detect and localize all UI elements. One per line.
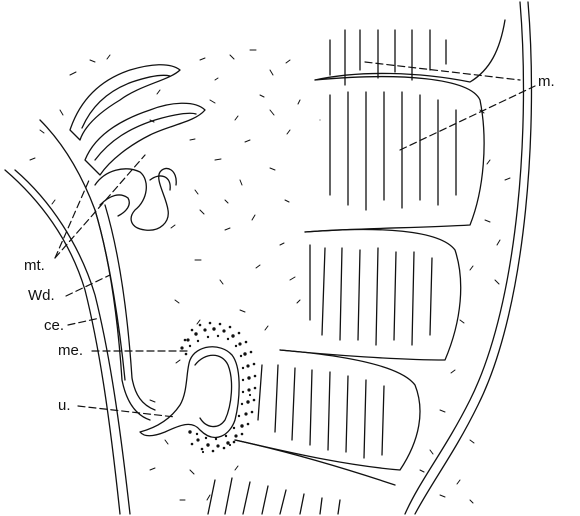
- mesonephric-blastema: [180, 322, 256, 453]
- leader-lines: [55, 62, 535, 417]
- label-ce: ce.: [44, 318, 64, 333]
- leader-mt-1: [55, 155, 145, 258]
- left-epithelium: [5, 120, 130, 514]
- mesonephric-corpuscle: [140, 347, 239, 438]
- leader-wd: [66, 275, 110, 296]
- label-m: m.: [538, 74, 555, 89]
- label-mt: mt.: [24, 258, 45, 273]
- mesonephric-tubules: [70, 65, 205, 231]
- leader-mt-2: [55, 178, 90, 258]
- label-wd: Wd.: [28, 288, 55, 303]
- myotome-blocks: [208, 20, 505, 514]
- label-me: me.: [58, 343, 83, 358]
- label-u: u.: [58, 398, 71, 413]
- leader-u: [78, 406, 175, 417]
- leader-ce: [68, 318, 100, 325]
